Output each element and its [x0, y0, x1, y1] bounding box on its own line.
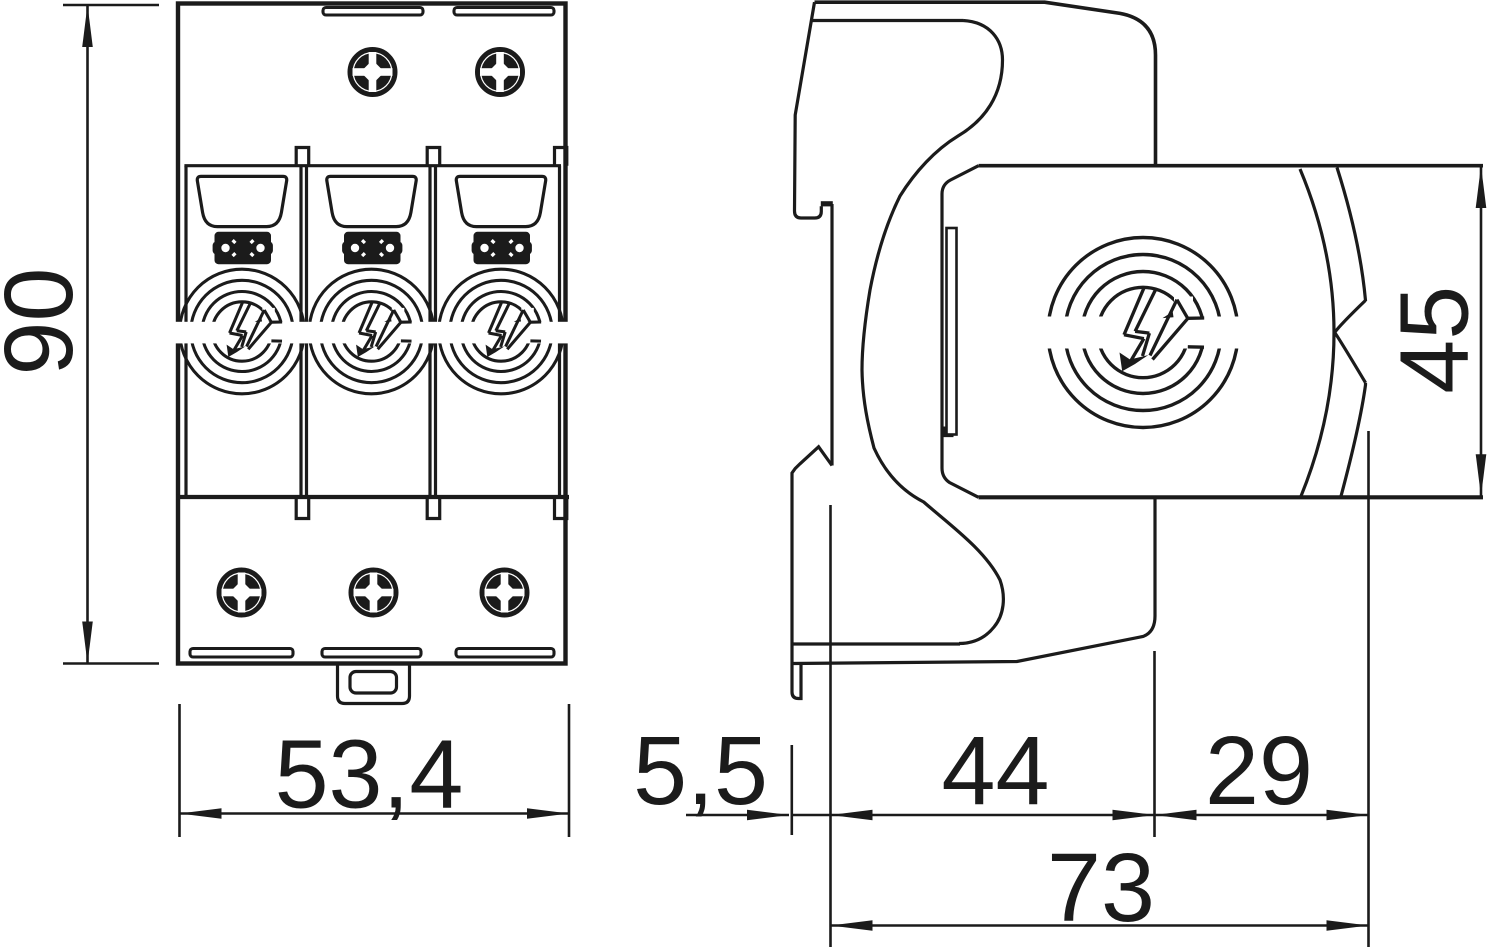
svg-text:5,5: 5,5	[633, 716, 768, 825]
svg-text:45: 45	[1380, 286, 1489, 394]
svg-text:53,4: 53,4	[275, 720, 464, 829]
svg-text:73: 73	[1047, 833, 1155, 942]
svg-text:90: 90	[0, 268, 93, 376]
svg-text:29: 29	[1205, 716, 1313, 825]
svg-text:44: 44	[942, 716, 1050, 825]
